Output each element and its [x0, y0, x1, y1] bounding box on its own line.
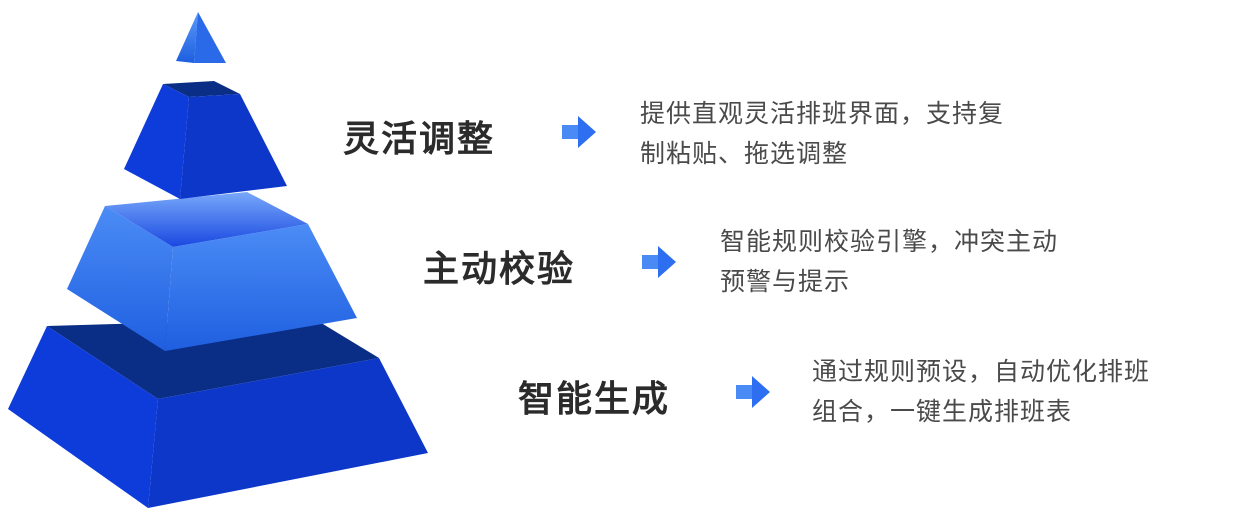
tier-title-flexible: 灵活调整 — [343, 119, 496, 160]
tier-title-validation: 主动校验 — [423, 249, 576, 290]
pyramid-apex — [176, 12, 226, 63]
pyramid-tier-upper — [124, 81, 287, 199]
pyramid-graphic — [8, 12, 428, 508]
arrow-right-icon — [642, 246, 676, 278]
arrow-right-icon — [736, 376, 770, 408]
arrow-right-icon — [562, 116, 596, 148]
pyramid-tier-bottom — [8, 318, 428, 508]
tier-description-validation: 智能规则校验引擎，冲突主动 预警与提示 — [720, 227, 1059, 296]
tier-description-flexible: 提供直观灵活排班界面，支持复 制粘贴、拖选调整 — [640, 99, 1005, 168]
tier-description-generation: 通过规则预设，自动优化排班 组合，一键生成排班表 — [812, 357, 1151, 426]
pyramid-tier-middle — [67, 192, 357, 351]
tier-title-generation: 智能生成 — [518, 379, 671, 420]
